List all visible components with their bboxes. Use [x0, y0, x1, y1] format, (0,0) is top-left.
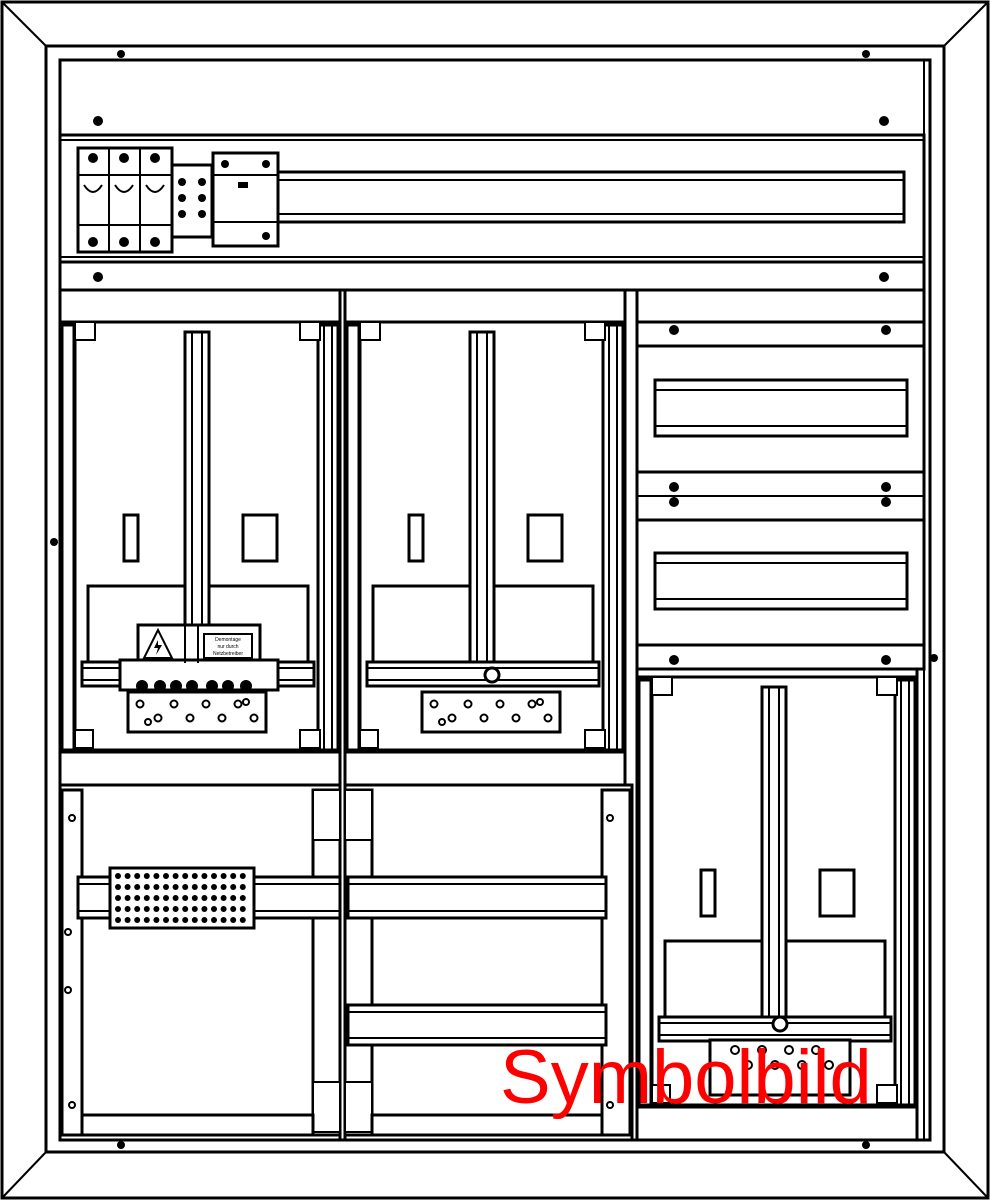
terminal-dot — [191, 873, 198, 879]
terminal-section — [58, 783, 342, 1142]
terminal-dot — [211, 884, 217, 890]
terminal-dot — [143, 906, 150, 912]
terminal-dot — [153, 873, 160, 879]
terminal-block-3 — [708, 1038, 852, 1097]
terminal-dot — [220, 873, 227, 879]
terminal-dot — [230, 917, 237, 923]
terminal-dot — [153, 884, 160, 890]
terminal-dot — [134, 884, 141, 890]
terminal-dot — [124, 917, 131, 923]
empty-din-section — [343, 783, 634, 1142]
terminal-dot — [182, 873, 189, 879]
terminal-dot — [201, 895, 208, 901]
terminal-dot — [191, 917, 198, 923]
terminal-dot — [230, 884, 237, 890]
terminal-dot — [182, 884, 189, 890]
warning-label — [203, 633, 253, 659]
terminal-dot — [143, 873, 150, 879]
warning-label-line3: Netzbetreiber — [213, 651, 243, 657]
terminal-dot — [230, 873, 237, 879]
warning-label-line1: Demontage — [215, 637, 241, 643]
terminal-dot — [163, 895, 169, 901]
terminal-dot — [191, 906, 198, 912]
terminal-dot — [239, 906, 246, 912]
terminal-dot — [201, 917, 208, 923]
terminal-dot — [124, 906, 131, 912]
terminal-dot — [211, 906, 217, 912]
terminal-dot — [134, 873, 141, 879]
main-switch-section — [58, 116, 926, 292]
terminal-dot — [124, 895, 131, 901]
rail-screw — [771, 1015, 789, 1033]
terminal-dot — [211, 895, 217, 901]
terminal-dot — [143, 884, 150, 890]
terminal-dot — [134, 906, 141, 912]
terminal-dot — [211, 917, 217, 923]
terminal-dot — [211, 873, 217, 879]
terminal-dot — [143, 895, 150, 901]
neutral-terminals — [170, 163, 214, 239]
terminal-dot — [201, 884, 208, 890]
terminal-dot — [153, 917, 160, 923]
terminal-dot — [143, 917, 150, 923]
terminal-dot — [220, 895, 227, 901]
terminal-dot — [153, 906, 160, 912]
terminal-dot — [163, 873, 169, 879]
terminal-dot — [172, 906, 179, 912]
terminal-dot — [115, 873, 121, 879]
terminal-dot — [115, 884, 121, 890]
terminal-dot — [163, 906, 169, 912]
terminal-dot — [134, 917, 141, 923]
terminal-block-2 — [420, 690, 562, 734]
terminal-dot — [134, 895, 141, 901]
terminal-dot — [163, 884, 169, 890]
warning-label-line2: nur durch — [217, 644, 238, 650]
terminal-dot — [182, 906, 189, 912]
rail-screw — [483, 666, 501, 684]
terminal-dot — [182, 917, 189, 923]
terminal-dot — [191, 884, 198, 890]
distribution-section — [635, 288, 926, 671]
terminal-dot — [115, 917, 121, 923]
terminal-dot — [172, 884, 179, 890]
surge-protector — [211, 151, 280, 248]
terminal-dot — [172, 873, 179, 879]
terminal-dot — [239, 873, 246, 879]
terminal-dot — [153, 895, 160, 901]
terminal-dot — [124, 884, 131, 890]
terminal-dot — [230, 895, 237, 901]
main-breaker-3pole — [76, 146, 174, 254]
terminal-dot — [172, 917, 179, 923]
terminal-dot — [239, 917, 246, 923]
terminal-dot — [239, 895, 246, 901]
neutral-terminal-block — [108, 866, 256, 930]
terminal-dot — [220, 917, 227, 923]
meter-plug-device: Demontage nur durch Netzbetreiber — [118, 623, 280, 692]
terminal-dot — [220, 884, 227, 890]
terminal-block-1 — [126, 690, 268, 734]
terminal-dot — [191, 895, 198, 901]
terminal-dot — [124, 873, 131, 879]
terminal-dot — [201, 906, 208, 912]
terminal-dot — [201, 873, 208, 879]
terminal-dot — [220, 906, 227, 912]
terminal-dot — [172, 895, 179, 901]
terminal-dot — [115, 906, 121, 912]
terminal-dot — [239, 884, 246, 890]
symbolbild-watermark: Symbolbild — [500, 1035, 872, 1120]
terminal-dot — [230, 906, 237, 912]
terminal-dot — [115, 895, 121, 901]
terminal-dot — [182, 895, 189, 901]
terminal-dot — [163, 917, 169, 923]
